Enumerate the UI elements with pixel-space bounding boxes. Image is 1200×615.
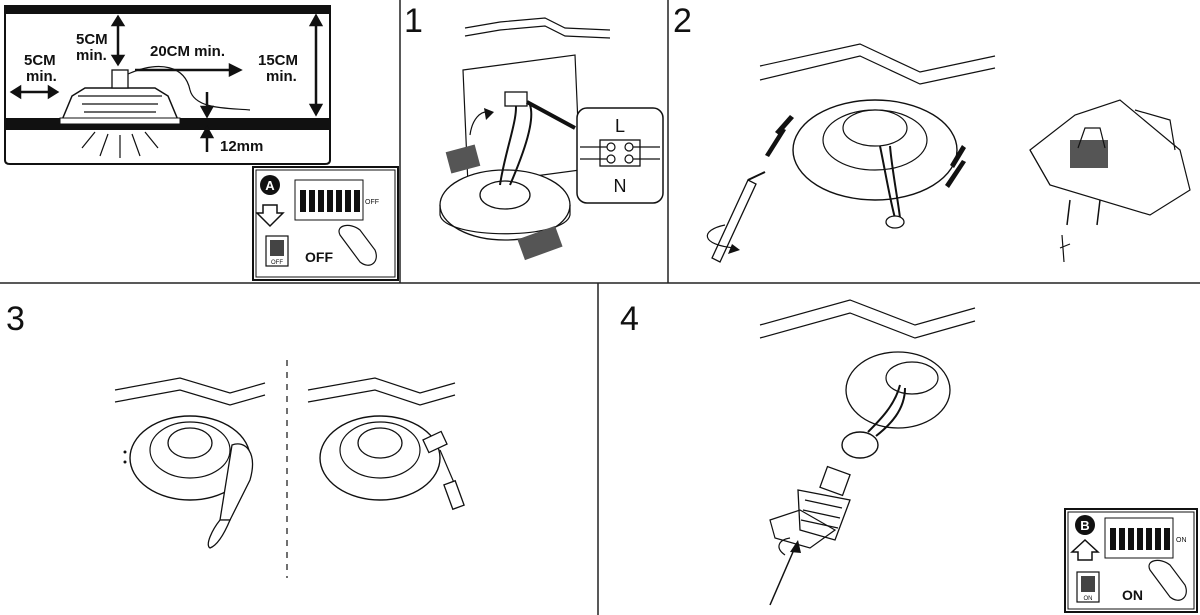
fixture-socket	[111, 69, 129, 89]
step-4-number: 4	[620, 300, 639, 338]
ceiling-top	[5, 6, 330, 14]
mesh-pad	[445, 144, 481, 174]
gu10-socket	[841, 431, 879, 459]
screwdriver-icon	[706, 171, 766, 263]
power-off-state: OFF	[305, 249, 333, 265]
retaining-ring	[769, 509, 837, 549]
lamp-holder	[885, 215, 905, 229]
badge-a-label: A	[265, 178, 275, 193]
rotate-arrow-icon	[778, 537, 791, 556]
height-label: 15CM	[258, 52, 298, 69]
ceiling-edge	[464, 17, 611, 39]
dimensions-panel: 5CM min. 5CM min. 20CM min. 15CM min. 12…	[4, 5, 331, 165]
hand-icon	[1148, 559, 1187, 601]
step-3-panel: 3	[6, 300, 465, 578]
power-on-inset: B ON ON ON	[1064, 508, 1198, 613]
step-1-panel: 1 L N	[404, 2, 664, 261]
live-label: L	[615, 116, 625, 136]
badge-b	[1075, 515, 1095, 535]
ceiling-cavity	[4, 5, 331, 165]
ceiling-edge	[759, 299, 976, 339]
knob-off-label: OFF	[365, 199, 379, 206]
screw-icon	[765, 115, 966, 188]
insert-arrow-icon	[769, 544, 797, 606]
spring-clip-detail	[1029, 99, 1191, 263]
top-clearance-min: min.	[76, 47, 107, 64]
badge-a	[260, 175, 280, 195]
top-clearance-label: 5CM	[76, 31, 108, 48]
step-2-panel: 2	[673, 2, 1191, 263]
power-off-inset: A OFF OFF OFF	[252, 166, 399, 281]
switch-off-label: OFF	[271, 260, 283, 266]
breaker-panel	[1104, 517, 1174, 559]
brush-icon	[207, 443, 254, 549]
hand-icon	[338, 224, 377, 266]
paint-roller-icon	[422, 430, 465, 511]
power-cable	[127, 66, 251, 111]
knob-on-label: ON	[1176, 537, 1187, 544]
ceiling-edge	[759, 43, 996, 85]
cable-length-label: 20CM min.	[150, 43, 225, 60]
height-min: min.	[266, 68, 297, 85]
ceiling-edge-left	[114, 377, 266, 406]
neutral-label: N	[614, 176, 627, 196]
terminal-block	[504, 91, 528, 107]
step-4-panel: 4	[620, 299, 976, 606]
power-on-state: ON	[1122, 587, 1143, 603]
light-rays-icon	[81, 131, 159, 158]
arrow-up-icon	[1070, 538, 1100, 561]
step-2-number: 2	[673, 2, 692, 40]
step-1-number: 1	[404, 2, 423, 40]
step-3-number: 3	[6, 300, 25, 338]
badge-b-label: B	[1080, 518, 1089, 533]
arrow-down-icon	[255, 204, 285, 228]
side-clearance-min: min.	[26, 68, 57, 85]
switch-on-label: ON	[1084, 596, 1093, 602]
ceiling-edge-right	[307, 377, 456, 406]
side-clearance-label: 5CM	[24, 52, 56, 69]
thickness-label: 12mm	[220, 138, 263, 155]
bulb-icon	[797, 465, 851, 541]
